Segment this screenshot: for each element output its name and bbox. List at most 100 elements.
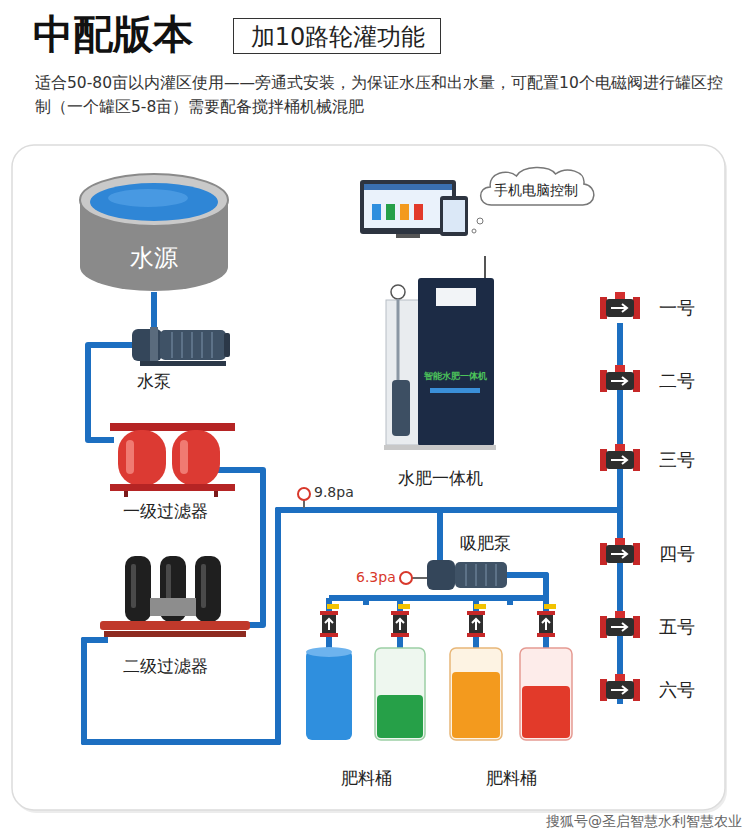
fertilizer-buckets-art-part <box>450 648 502 740</box>
primary-filter-art-part <box>172 430 220 486</box>
pipe <box>84 510 620 742</box>
primary-filter-art-part <box>126 440 134 474</box>
fertilizer-buckets-art-part <box>306 650 352 740</box>
page-title: 中配版本 <box>33 10 193 58</box>
primary-filter-art-part <box>180 440 188 474</box>
bucket-piping-part <box>391 604 410 637</box>
pipe <box>84 396 620 742</box>
primary-filter: 一级过滤器 <box>100 412 255 524</box>
control-screens-art-part <box>386 204 395 220</box>
water-pump-art-part <box>150 327 158 363</box>
solenoid-valves-art-part <box>600 444 640 471</box>
control-screens-art-part <box>372 204 381 220</box>
water-tank: 水源 <box>78 172 230 292</box>
node-label: 三号 <box>659 449 695 471</box>
control-screens-art-part <box>396 234 420 238</box>
node-label: 五号 <box>659 616 695 638</box>
fertilizer-buckets-art-part <box>520 648 572 740</box>
pressure-value: 9.8pa <box>314 484 354 501</box>
water-tank-shape-part <box>90 183 218 221</box>
solenoid-valves-art-part <box>600 611 640 638</box>
bucket-piping-part <box>320 604 339 637</box>
node-label: 一号 <box>659 297 695 319</box>
fertilizer-pump-art <box>400 530 520 590</box>
control-screens-art-part <box>364 184 452 228</box>
fertigation-machine-art-part <box>397 299 400 380</box>
secondary-filter-art-part <box>104 631 246 637</box>
pipe <box>151 292 157 316</box>
bucket-piping-part <box>329 598 546 652</box>
node-label: 一级过滤器 <box>123 501 208 521</box>
water-tank-shape-part <box>108 189 188 207</box>
panel <box>12 145 725 810</box>
water-tank-shape-part <box>80 174 228 226</box>
secondary-filter-art-part <box>195 556 221 622</box>
solenoid-valves-art <box>600 292 640 704</box>
control-cloud: 手机电脑控制 <box>474 163 598 212</box>
water-pump-art <box>120 316 230 366</box>
control-screens-art-part <box>400 204 409 220</box>
primary-filter-art-part <box>218 467 255 473</box>
control-screens-art-part <box>440 196 468 236</box>
primary-filter-art-part <box>214 491 218 497</box>
secondary-filter: 二级过滤器 <box>95 545 255 682</box>
water-pump-art-part <box>172 332 212 358</box>
pressure-gauge-part <box>298 488 310 500</box>
machine-brand: 智能水肥一体机 <box>424 371 487 382</box>
node-label: 肥料桶 <box>486 768 537 788</box>
pressure-value: 6.3pa <box>356 569 396 586</box>
primary-filter-art <box>100 423 255 497</box>
pressure-gauge-part <box>303 500 305 508</box>
fertilizer-buckets-art-part <box>377 695 423 738</box>
control-screens-art-part <box>364 184 452 190</box>
bucket-piping-part <box>467 604 486 637</box>
fertilizer-buckets-art-part <box>306 647 352 657</box>
node-label: 吸肥泵 <box>460 533 511 553</box>
fertigation-machine-art-part <box>436 288 476 306</box>
fertilizer-pump-art-part <box>455 562 507 588</box>
bucket-piping-part <box>537 604 556 637</box>
solenoid-valve: 二号 <box>598 366 702 396</box>
fertigation-machine-art-part <box>392 380 410 436</box>
solenoid-valve: 一号 <box>598 293 702 323</box>
water-tank-shape <box>78 172 230 292</box>
fertilizer-pump: 吸肥泵 <box>415 530 520 595</box>
description-note: 适合50-80亩以内灌区使用——旁通式安装，为保证水压和出水量，可配置10个电磁… <box>35 71 725 119</box>
solenoid-valve: 三号 <box>598 445 702 475</box>
node-label: 水肥一体机 <box>398 468 483 488</box>
control-screens-art-part <box>472 229 476 233</box>
control-screens-art-part <box>414 204 423 220</box>
fertigation-machine-art-part <box>391 285 405 299</box>
node-label: 水泵 <box>137 371 171 391</box>
pipe <box>255 470 263 625</box>
primary-filter-art-part <box>118 430 166 486</box>
secondary-filter-art-part <box>150 598 196 616</box>
solenoid-valves-art-part <box>617 294 623 704</box>
secondary-filter-art-part <box>201 564 206 608</box>
pipe <box>84 510 620 742</box>
bucket-piping <box>320 598 556 652</box>
node-label: 水源 <box>130 244 178 273</box>
fertigation-machine-art-part <box>418 278 494 446</box>
solenoid-valves-art-part <box>600 674 640 701</box>
node-label: 手机电脑控制 <box>494 182 578 199</box>
node-label: 二级过滤器 <box>123 656 208 676</box>
node-label: 肥料桶 <box>341 768 392 788</box>
fertigation-machine-art-part <box>484 256 486 280</box>
water-pump-art-part <box>224 333 230 357</box>
fertilizer-pump-art-part <box>412 577 427 579</box>
fertilizer-buckets-art-part <box>452 672 500 738</box>
secondary-filter-art <box>95 556 255 640</box>
fertilizer-pump-art-part <box>437 530 443 562</box>
secondary-filter-art-part <box>95 637 108 643</box>
solenoid-valve: 六号 <box>598 675 702 705</box>
fertilizer-pump-art-part <box>400 572 412 584</box>
fertigation-machine-art-part <box>384 445 496 450</box>
control-screens-art-part <box>443 200 465 232</box>
secondary-filter-art-part <box>125 556 151 622</box>
fertilizer-buckets: 肥料桶 <box>300 605 432 795</box>
fertigation-machine-art-part <box>430 388 480 393</box>
water-pump-art-part <box>140 361 226 366</box>
node-label: 四号 <box>659 543 695 565</box>
